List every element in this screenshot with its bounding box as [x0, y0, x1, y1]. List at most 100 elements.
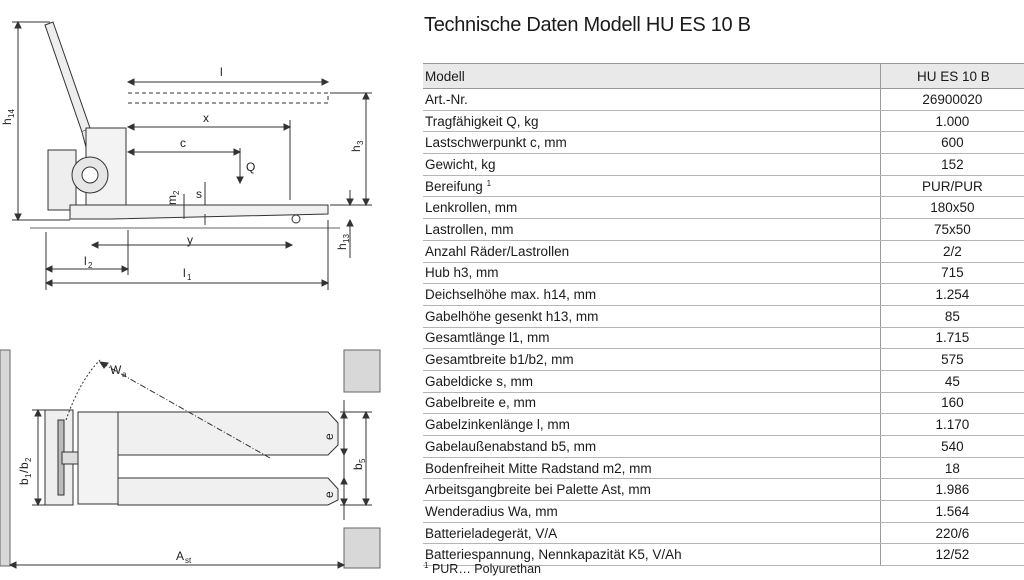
row-label: Lenkrollen, mm [423, 196, 881, 220]
svg-text:1: 1 [187, 273, 192, 282]
row-label: Gabelaußenabstand b5, mm [423, 435, 881, 458]
row-label: Gesamtlänge l1, mm [423, 327, 881, 350]
row-value: 1.986 [879, 478, 1024, 502]
row-value: 152 [879, 153, 1024, 176]
load-q-label: Q [246, 160, 255, 174]
dim-s-label: s [196, 187, 202, 201]
dim-wa-label: W a [110, 363, 127, 379]
svg-text:a: a [122, 370, 127, 379]
svg-text:A: A [176, 549, 184, 563]
svg-text:2: 2 [24, 457, 33, 462]
dim-l2-label: l 2 [84, 254, 93, 270]
row-label: Gabelbreite e, mm [423, 392, 881, 415]
row-label: Art.-Nr. [423, 88, 881, 111]
row-label: Gabelhöhe gesenkt h13, mm [423, 305, 881, 328]
svg-text:1: 1 [24, 473, 33, 478]
row-label: Deichselhöhe max. h14, mm [423, 283, 881, 306]
dim-e1-label: e [322, 433, 336, 440]
dim-c-label: c [180, 136, 186, 150]
row-value: 540 [879, 435, 1024, 458]
dim-h14-label: h 14 [0, 109, 16, 125]
row-value: 180x50 [879, 196, 1024, 220]
row-value: 1.715 [879, 327, 1024, 350]
row-value: 45 [879, 370, 1024, 393]
svg-text:b: b [17, 478, 31, 485]
row-label: Wenderadius Wa, mm [423, 500, 881, 523]
row-value: 85 [879, 305, 1024, 328]
table-row: Art.-Nr.26900020 [423, 88, 1024, 111]
row-value: 1.170 [879, 413, 1024, 436]
row-value: 1.254 [879, 283, 1024, 306]
row-value: 220/6 [879, 522, 1024, 545]
dim-y-label: y [187, 233, 193, 247]
svg-text:5: 5 [358, 458, 367, 463]
row-value: 575 [879, 348, 1024, 371]
row-value: PUR/PUR [879, 175, 1024, 198]
row-label: Anzahl Räder/Lastrollen [423, 240, 881, 263]
row-value: 600 [879, 131, 1024, 155]
svg-text:b: b [17, 462, 31, 469]
dim-e2-label: e [322, 491, 336, 498]
footnote-text: PUR… Polyurethan [431, 562, 542, 576]
svg-text:/: / [17, 469, 31, 473]
svg-text:h: h [0, 118, 14, 125]
row-label: Lastschwerpunkt c, mm [423, 131, 881, 155]
row-value: 1.564 [879, 500, 1024, 523]
row-label: Gabelzinkenlänge l, mm [423, 413, 881, 436]
dim-ast-label: A st [176, 549, 192, 565]
page-title: Technische Daten Modell HU ES 10 B [424, 14, 751, 36]
row-label: Lastrollen, mm [423, 218, 881, 241]
svg-text:2: 2 [172, 190, 181, 195]
footnote: 1 PUR… Polyurethan [424, 561, 541, 576]
technical-drawing: l x c Q s y h 14 h 3 h 13 m 2 l [0, 0, 400, 580]
svg-text:14: 14 [7, 109, 16, 118]
row-label: Hub h3, mm [423, 262, 881, 285]
row-label: Bodenfreiheit Mitte Radstand m2, mm [423, 457, 881, 480]
footnote-marker: 1 [424, 561, 429, 570]
svg-text:2: 2 [88, 261, 93, 270]
table-row: Batteriespannung, Nennkapazität K5, V/Ah… [423, 543, 1024, 567]
row-label: Gabeldicke s, mm [423, 370, 881, 393]
row-value: 1.000 [879, 110, 1024, 133]
svg-text:13: 13 [342, 234, 351, 243]
header-label: Modell [423, 63, 881, 89]
row-label: Arbeitsgangbreite bei Palette Ast, mm [423, 478, 881, 502]
dim-m2-label: m 2 [165, 190, 181, 205]
dim-b1b2-label: b 1 / b 2 [17, 457, 33, 485]
svg-text:l: l [183, 266, 186, 280]
row-label: Bereifung 1 [423, 175, 881, 198]
row-value: 18 [879, 457, 1024, 480]
table-header-row: Modell HU ES 10 B [423, 63, 1024, 89]
side-view: l x c Q s y h 14 h 3 h 13 m 2 l [0, 20, 372, 290]
dim-l1-label: l 1 [183, 266, 192, 282]
svg-text:l: l [84, 254, 87, 268]
row-label: Gewicht, kg [423, 153, 881, 176]
svg-text:b: b [351, 463, 365, 470]
footnote-ref: 1 [486, 178, 492, 188]
dim-h3-label: h 3 [349, 140, 365, 152]
row-value: 160 [879, 392, 1024, 415]
svg-text:3: 3 [356, 140, 365, 145]
row-value: 26900020 [879, 88, 1024, 111]
pallet-truck-diagram: l x c Q s y h 14 h 3 h 13 m 2 l [0, 20, 381, 569]
row-label: Batteriespannung, Nennkapazität K5, V/Ah [423, 543, 881, 567]
svg-text:W: W [110, 363, 122, 377]
